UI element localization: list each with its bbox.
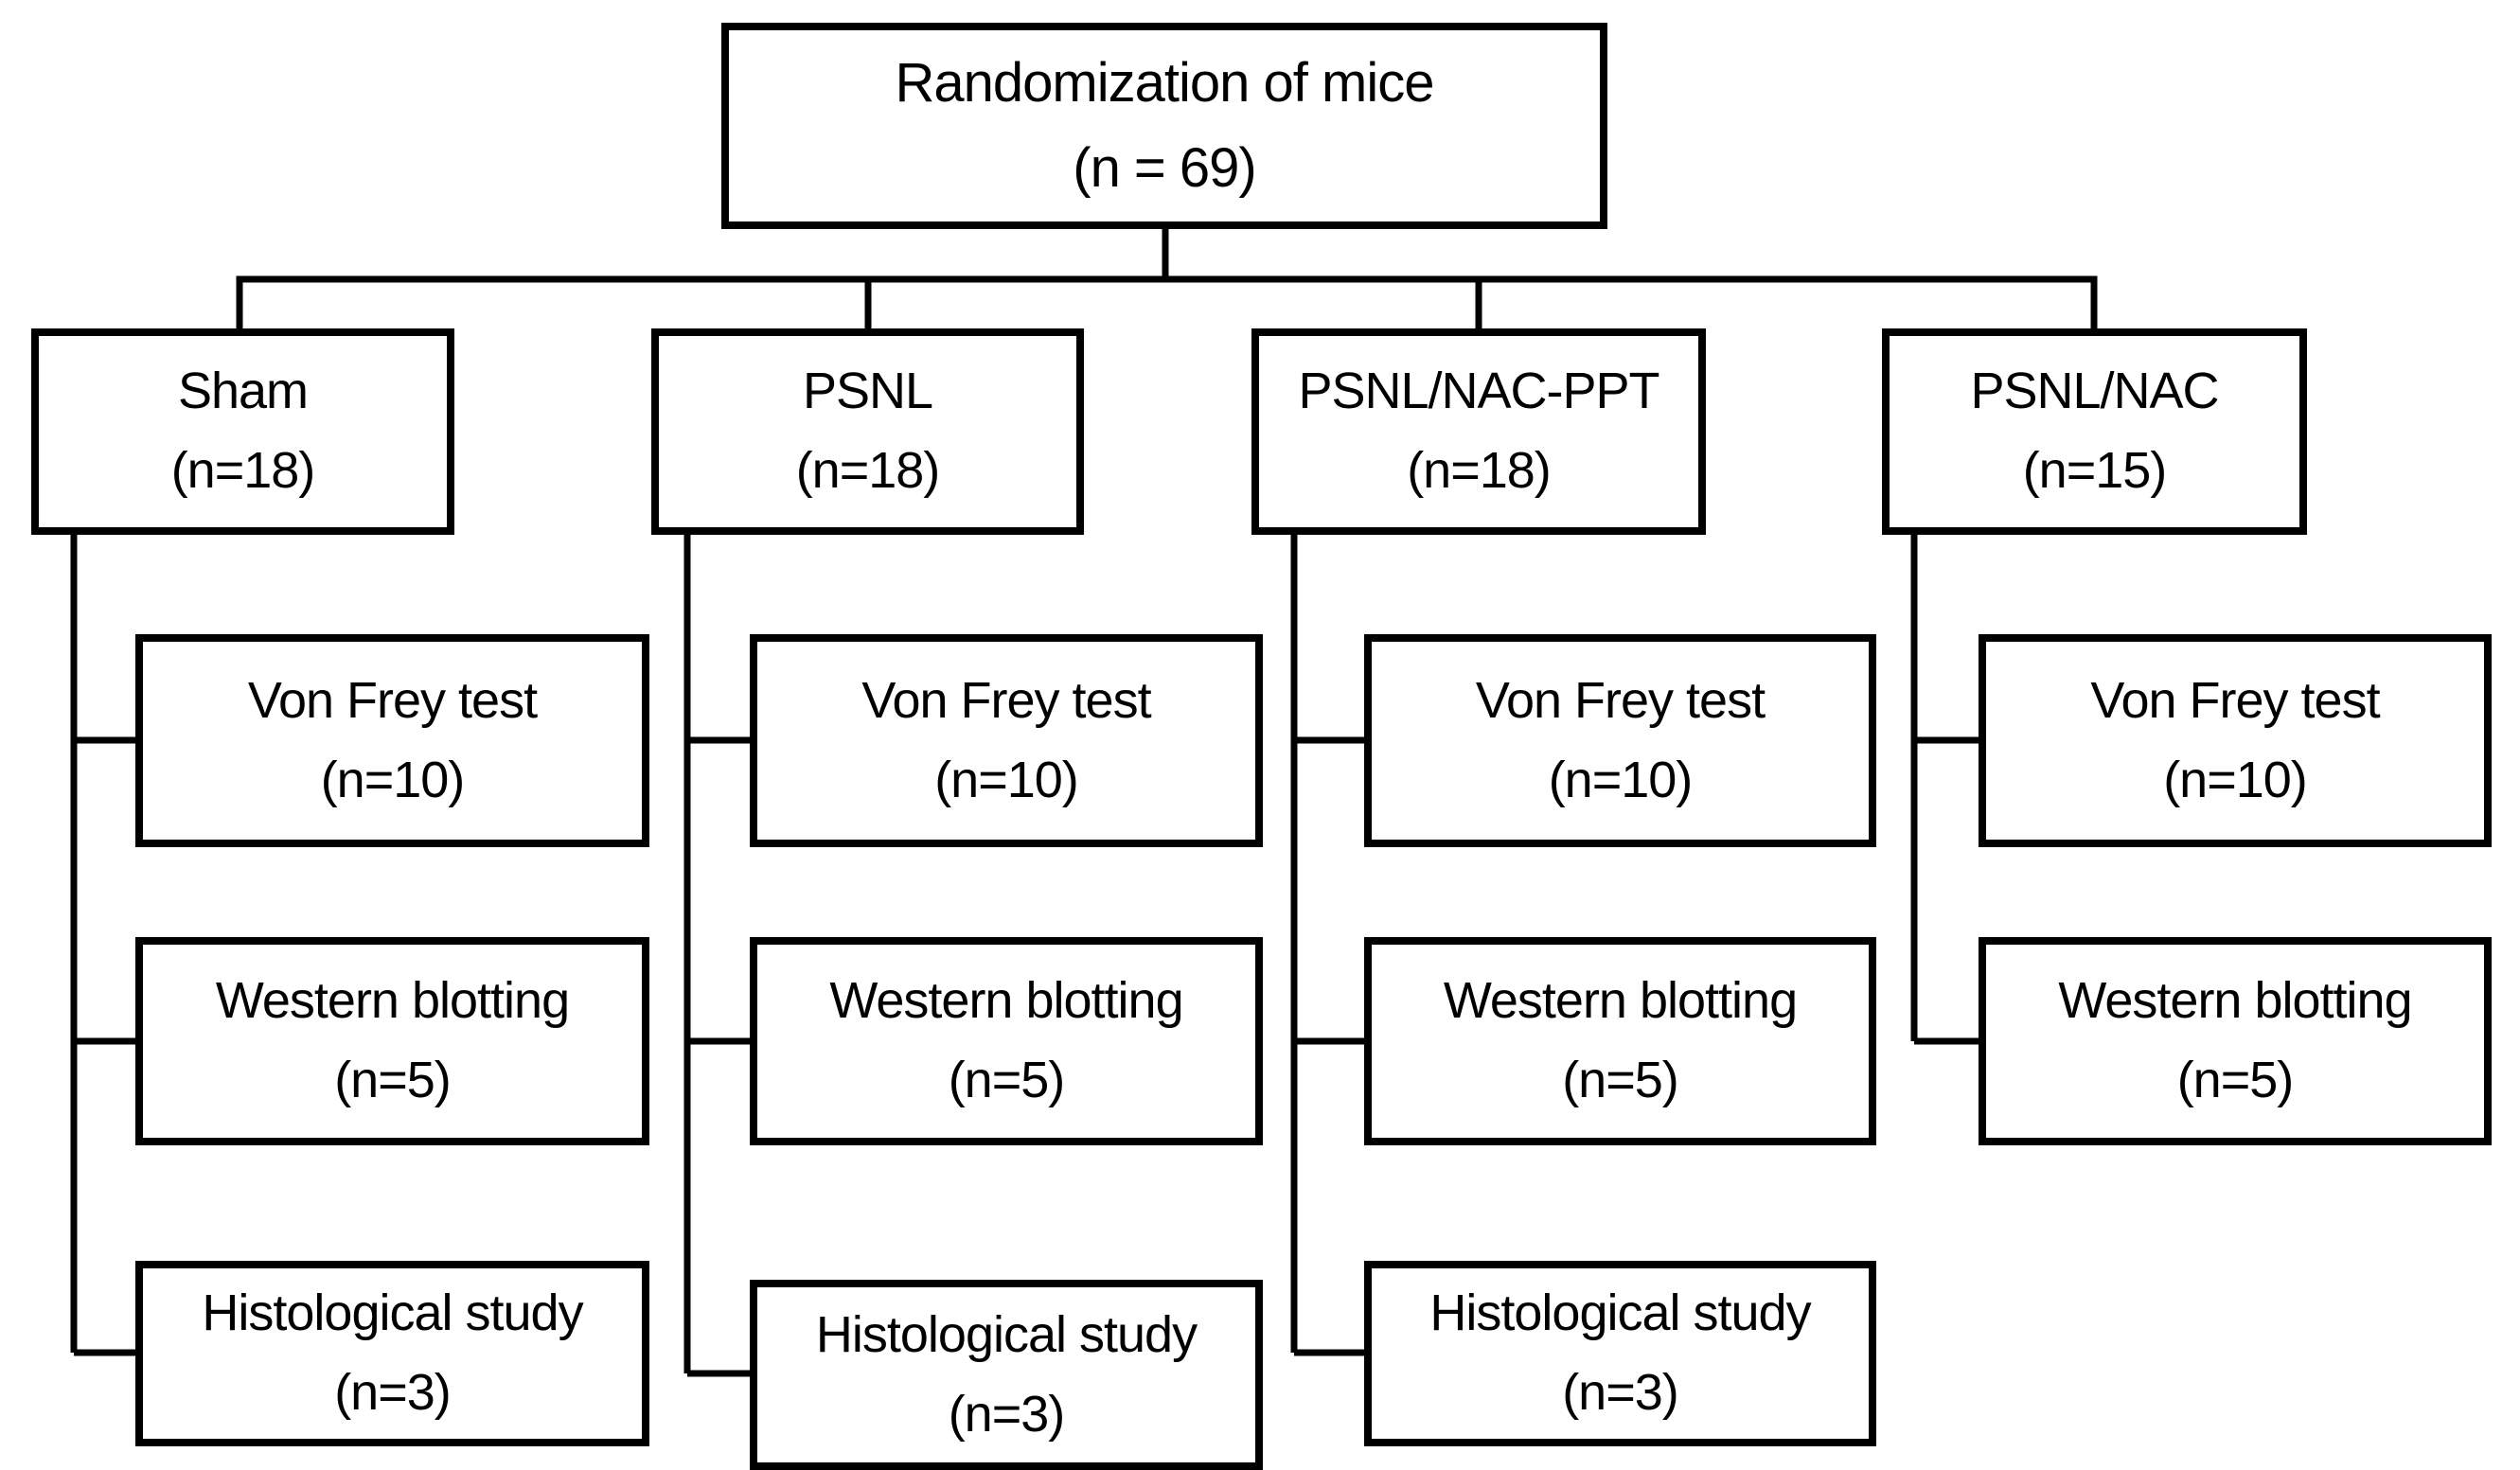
subbox-count: (n=10) xyxy=(320,751,466,808)
subbox-psnl-histological-study: Histological study (n=3) xyxy=(750,1280,1263,1470)
subbox-psnl-von-frey-test: Von Frey test (n=10) xyxy=(750,634,1263,847)
group-box-psnl-nac: PSNL/NAC (n=15) xyxy=(1882,328,2307,535)
rail-line xyxy=(236,275,2098,332)
root-box: Randomization of mice (n = 69) xyxy=(721,23,1607,229)
group-label: PSNL/NAC-PPT xyxy=(1298,363,1659,420)
subbox-label: Von Frey test xyxy=(1475,671,1766,729)
subbox-psnl-nac-western-blotting: Western blotting (n=5) xyxy=(1979,937,2492,1145)
subbox-label: Von Frey test xyxy=(2090,671,2380,729)
subbox-psnl-nac-ppt-histological-study: Histological study (n=3) xyxy=(1364,1261,1876,1446)
subbox-label: Von Frey test xyxy=(247,671,538,729)
subbox-sham-von-frey-test: Von Frey test (n=10) xyxy=(135,634,649,847)
group-count: (n=18) xyxy=(1407,442,1552,499)
subbox-count: (n=5) xyxy=(334,1052,452,1108)
subbox-psnl-nac-ppt-western-blotting: Western blotting (n=5) xyxy=(1364,937,1876,1145)
subbox-label: Histological study xyxy=(815,1305,1198,1363)
group-label: PSNL/NAC xyxy=(1970,363,2219,420)
subbox-count: (n=3) xyxy=(948,1385,1066,1443)
subbox-count: (n=10) xyxy=(1548,751,1694,808)
subbox-psnl-nac-von-frey-test: Von Frey test (n=10) xyxy=(1979,634,2492,847)
subbox-label: Von Frey test xyxy=(861,671,1151,729)
subbox-label: Western blotting xyxy=(829,972,1183,1030)
group-box-psnl: PSNL (n=18) xyxy=(651,328,1084,535)
subbox-count: (n=5) xyxy=(948,1052,1066,1108)
subbox-count: (n=3) xyxy=(1562,1364,1679,1421)
group-label: PSNL xyxy=(802,363,933,420)
group-box-sham: Sham (n=18) xyxy=(31,328,454,535)
subbox-label: Western blotting xyxy=(215,972,570,1030)
subbox-count: (n=10) xyxy=(2163,751,2308,808)
root-box-count: (n = 69) xyxy=(1073,137,1256,199)
group-count: (n=15) xyxy=(2022,442,2168,499)
subbox-sham-histological-study: Histological study (n=3) xyxy=(135,1261,649,1446)
subbox-label: Histological study xyxy=(202,1284,583,1342)
group-count: (n=18) xyxy=(795,442,941,499)
subbox-label: Western blotting xyxy=(1443,972,1798,1030)
subbox-label: Histological study xyxy=(1429,1284,1811,1342)
subbox-count: (n=10) xyxy=(934,751,1079,808)
subbox-psnl-nac-ppt-von-frey-test: Von Frey test (n=10) xyxy=(1364,634,1876,847)
group-box-psnl-nac-ppt: PSNL/NAC-PPT (n=18) xyxy=(1251,328,1706,535)
group-count: (n=18) xyxy=(170,442,316,499)
subbox-psnl-western-blotting: Western blotting (n=5) xyxy=(750,937,1263,1145)
subbox-sham-western-blotting: Western blotting (n=5) xyxy=(135,937,649,1145)
root-box-label: Randomization of mice xyxy=(895,52,1435,115)
subbox-count: (n=3) xyxy=(334,1364,452,1421)
subbox-count: (n=5) xyxy=(1562,1052,1679,1108)
subbox-count: (n=5) xyxy=(2176,1052,2295,1108)
subbox-label: Western blotting xyxy=(2058,972,2412,1030)
group-label: Sham xyxy=(177,363,309,420)
